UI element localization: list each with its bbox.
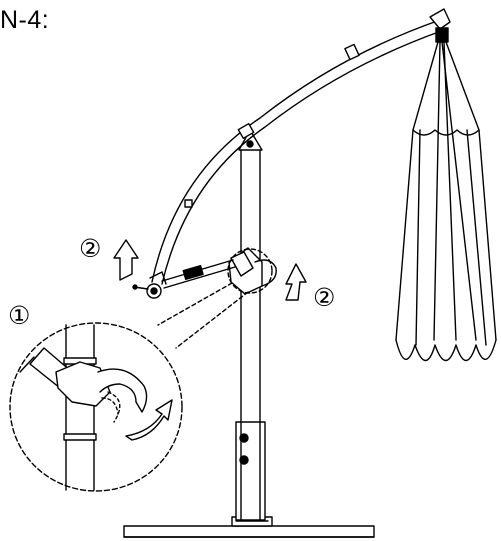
step-2-label-left: ② xyxy=(79,234,102,263)
main-pole xyxy=(228,129,277,521)
strut xyxy=(161,259,236,289)
arched-arm xyxy=(132,8,451,299)
closed-canopy xyxy=(395,27,497,362)
step-2-label-right: ② xyxy=(313,283,336,312)
detail-callout xyxy=(157,248,273,349)
up-arrow-right xyxy=(285,263,307,301)
base-stand xyxy=(123,516,375,538)
step-1-label: ① xyxy=(8,301,31,330)
magnified-detail xyxy=(9,322,183,492)
up-arrow-left xyxy=(113,239,139,281)
step-title: N-4: xyxy=(0,6,50,34)
